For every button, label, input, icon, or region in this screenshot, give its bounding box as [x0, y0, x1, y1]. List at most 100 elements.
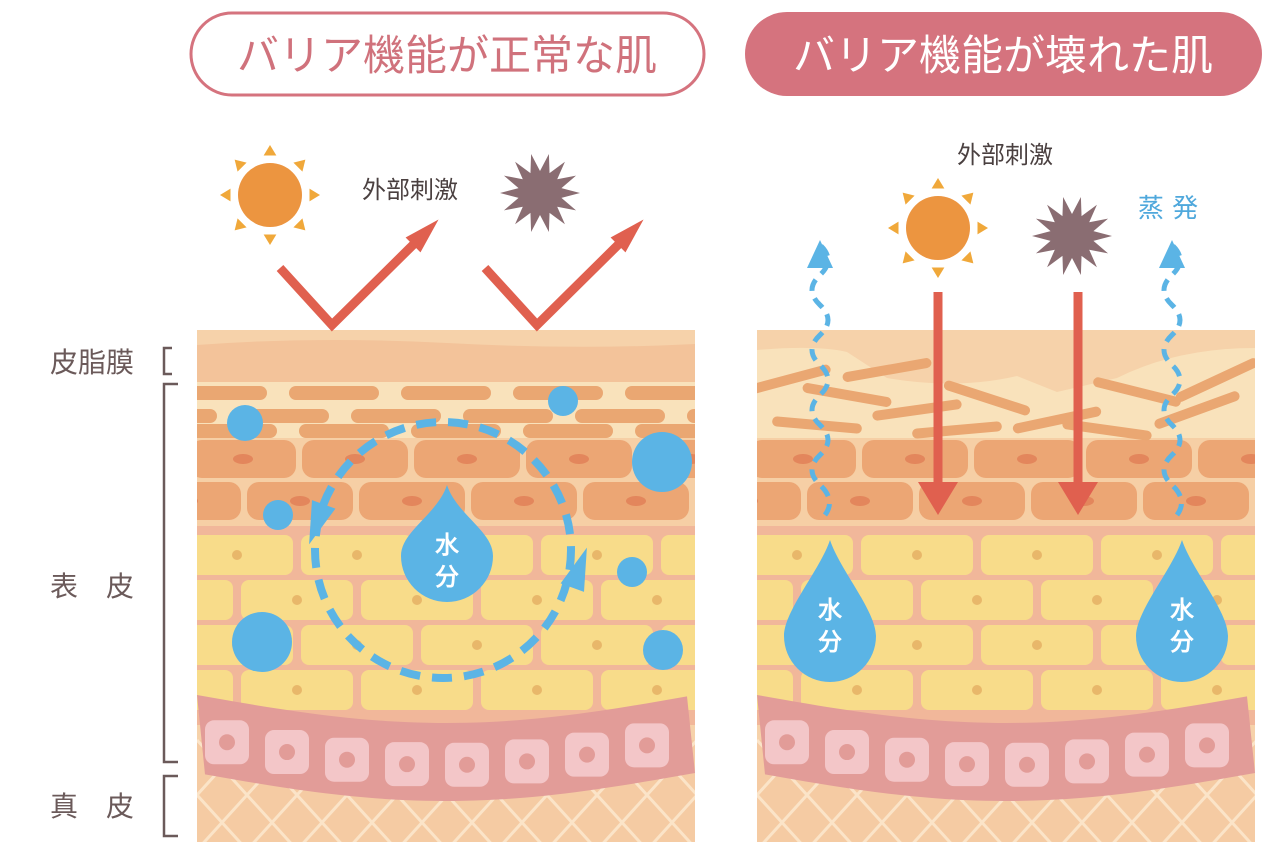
granular-cell [197, 482, 241, 520]
cell-nucleus [1199, 737, 1215, 754]
cell-nucleus [402, 496, 422, 506]
cell-nucleus [639, 737, 655, 754]
title-damaged-text: バリア機能が壊れた肌 [793, 31, 1213, 80]
sun-ray [961, 251, 974, 264]
cell-nucleus [732, 685, 742, 695]
evaporation-arrow-icon [807, 240, 833, 268]
cell-nucleus [1019, 756, 1035, 773]
corneocyte [197, 409, 217, 423]
cell-nucleus [972, 685, 982, 695]
cell-nucleus [852, 685, 862, 695]
cell-nucleus [592, 640, 602, 650]
cell-nucleus [1241, 454, 1255, 464]
cell-nucleus [738, 496, 758, 506]
cell-nucleus [232, 550, 242, 560]
cell-nucleus [1079, 753, 1095, 770]
corneocyte-loose [757, 364, 831, 396]
cell-nucleus [399, 756, 415, 773]
water-droplet [617, 557, 647, 587]
cell-nucleus [712, 640, 722, 650]
circulation-arrow-icon [309, 500, 336, 545]
label-epidermis: 表 皮 [50, 570, 134, 603]
dermis-fiber [0, 740, 47, 850]
cell-nucleus [592, 550, 602, 560]
sun-ray [902, 192, 915, 205]
cell-nucleus [172, 685, 182, 695]
circulation-dashed-ring [311, 418, 575, 682]
sun-ray [220, 188, 231, 202]
evaporation-arrow-icon [1159, 240, 1185, 268]
cell-nucleus [793, 454, 813, 464]
cell-nucleus [1152, 550, 1162, 560]
corneocyte-loose [943, 380, 1031, 416]
corneocyte [401, 386, 491, 400]
drop-left-text-2: 分 [818, 628, 842, 656]
sun-icon [220, 145, 320, 245]
cell-nucleus [352, 550, 362, 560]
corneocyte [197, 386, 267, 400]
normal-skin-overlays [220, 145, 692, 682]
dermis-fiber [0, 740, 47, 850]
pollutant-icon [500, 154, 580, 232]
spinous-cell [601, 580, 695, 620]
cell-nucleus [339, 751, 355, 768]
sun-disc [906, 196, 970, 260]
spinous-cell [197, 580, 233, 620]
layer-labels: 皮脂膜 表 皮 真 皮 [50, 346, 178, 838]
corneocyte [687, 409, 695, 423]
sun-ray [309, 188, 320, 202]
cell-nucleus [459, 756, 475, 773]
drop-center-text-2: 分 [435, 563, 459, 591]
cell-nucleus [1212, 685, 1222, 695]
spinous-cell [197, 535, 293, 575]
label-evaporation: 蒸 発 [1138, 194, 1198, 224]
cell-nucleus [912, 640, 922, 650]
cell-nucleus [1092, 595, 1102, 605]
cell-nucleus [1272, 640, 1280, 650]
corneocyte-loose [842, 358, 932, 382]
corneocyte [463, 409, 553, 423]
spinous-cell [757, 580, 793, 620]
cell-nucleus [233, 454, 253, 464]
label-external-stimulus-right: 外部刺激 [957, 141, 1053, 169]
dermis-fiber [652, 794, 695, 842]
corneocyte [625, 386, 695, 400]
cell-nucleus [1272, 550, 1280, 560]
dermis-fiber [1257, 740, 1280, 850]
cell-nucleus [472, 640, 482, 650]
cell-nucleus [412, 595, 422, 605]
cell-nucleus [652, 685, 662, 695]
cell-nucleus [1092, 685, 1102, 695]
cell-nucleus [732, 595, 742, 605]
water-drop-icon [784, 540, 876, 682]
cell-nucleus [1139, 746, 1155, 763]
corneocyte-loose [1175, 358, 1255, 402]
granular-cell [1198, 440, 1255, 478]
cell-nucleus [412, 685, 422, 695]
drop-right-text-2: 分 [1170, 628, 1194, 656]
cell-nucleus [626, 496, 646, 506]
pollutant-icon [1032, 197, 1112, 275]
drop-right-text-1: 水 [1170, 596, 1195, 624]
cell-nucleus [899, 751, 915, 768]
evaporation-path [1161, 243, 1184, 517]
corneocyte-loose [1093, 377, 1181, 407]
spinous-cell [661, 535, 695, 575]
sun-ray [931, 178, 945, 189]
sebum-film [197, 339, 695, 382]
title-normal-skin: バリア機能が正常な肌 [189, 11, 706, 97]
water-droplet [548, 386, 578, 416]
cell-nucleus [219, 734, 235, 751]
cell-nucleus [792, 550, 802, 560]
cell-nucleus [519, 753, 535, 770]
water-droplet [263, 500, 293, 530]
label-sebum: 皮脂膜 [50, 346, 134, 379]
cell-nucleus [652, 595, 662, 605]
sun-icon [888, 178, 988, 278]
cell-nucleus [172, 595, 182, 605]
cell-nucleus [569, 454, 589, 464]
dermis-fiber [757, 792, 802, 842]
cell-nucleus [457, 454, 477, 464]
corneocyte [299, 424, 389, 438]
cell-nucleus [579, 746, 595, 763]
